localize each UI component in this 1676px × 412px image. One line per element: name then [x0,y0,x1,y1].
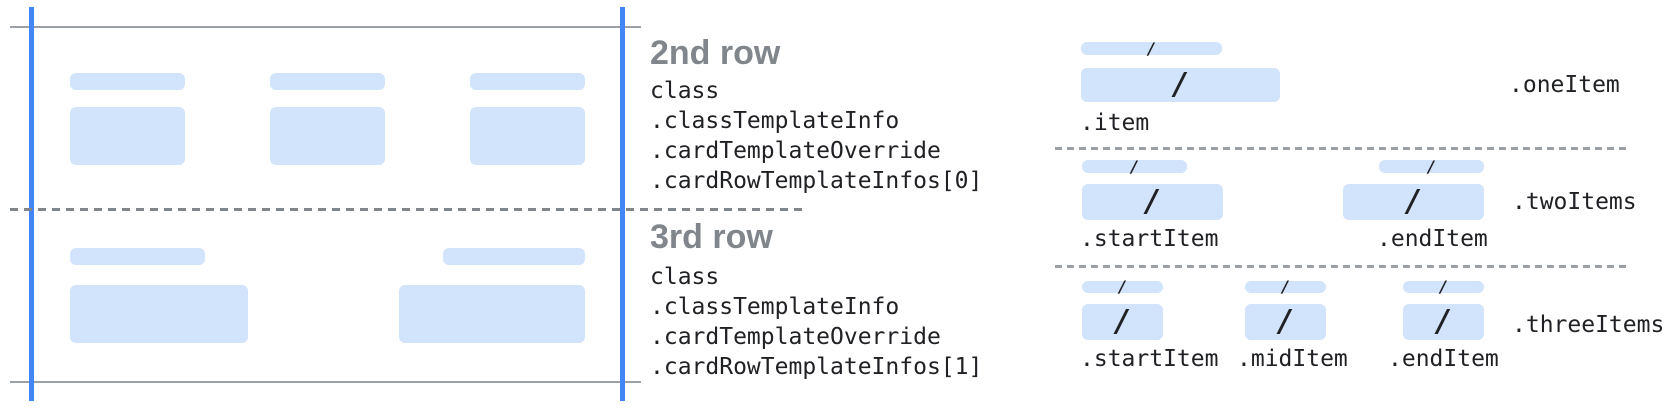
left-guide-line [29,7,34,401]
item-value-placeholder: / [1403,304,1484,340]
right-guide-line [620,7,625,401]
item-label-enditem: .endItem [1377,226,1488,252]
field-value-placeholder [470,107,585,165]
field-value-placeholder [70,107,185,165]
slash-separator: / [1438,277,1449,296]
item-label-oneitem: .item [1080,110,1150,136]
card-bottom-border [10,381,641,383]
field-value-placeholder [399,285,585,343]
code-line: .cardRowTemplateInfos[0] [650,168,983,194]
slash-separator: / [1171,67,1190,102]
code-line: class [650,78,720,104]
section-divider-dashed-line [1055,265,1630,268]
code-line: .cardRowTemplateInfos[1] [650,354,983,380]
field-label-placeholder [270,73,385,90]
field-label-placeholder [470,73,585,90]
slash-separator: / [1146,38,1157,58]
item-value-placeholder: / [1245,304,1326,340]
item-value-placeholder: / [1081,68,1280,102]
slash-separator: / [1276,304,1295,339]
row-heading-2nd: 2nd row [650,34,781,72]
item-value-placeholder: / [1343,184,1484,220]
slash-separator: / [1426,156,1437,176]
field-value-placeholder [270,107,385,165]
item-label-startitem: .startItem [1080,226,1219,252]
row-heading-3rd: 3rd row [650,218,773,256]
field-value-placeholder [70,285,248,343]
item-label-startitem: .startItem [1080,346,1219,372]
section-label-oneitem: .oneItem [1509,72,1620,98]
code-line: .cardTemplateOverride [650,138,941,164]
section-label-twoitems: .twoItems [1512,189,1637,215]
item-label-placeholder: / [1082,156,1187,176]
code-line: .classTemplateInfo [650,108,900,134]
card-top-border [10,26,641,28]
section-label-threeitems: .threeItems [1512,312,1665,338]
slash-separator: / [1404,184,1423,219]
code-path-2nd-row: class .classTemplateInfo .cardTemplateOv… [650,76,982,196]
item-value-placeholder: / [1082,184,1223,220]
item-value-placeholder: / [1082,304,1163,340]
item-label-placeholder: / [1082,277,1163,296]
item-label-miditem: .midItem [1237,346,1348,372]
code-path-3rd-row: class .classTemplateInfo .cardTemplateOv… [650,262,982,382]
section-divider-dashed-line [1055,147,1630,150]
item-label-placeholder: / [1081,38,1222,58]
field-label-placeholder [70,248,205,265]
item-label-enditem: .endItem [1388,346,1499,372]
item-label-placeholder: / [1245,277,1326,296]
field-label-placeholder [70,73,185,90]
item-label-placeholder: / [1403,277,1484,296]
slash-separator: / [1113,304,1132,339]
code-line: .classTemplateInfo [650,294,900,320]
code-line: .cardTemplateOverride [650,324,941,350]
code-line: class [650,264,720,290]
slash-separator: / [1117,277,1128,296]
slash-separator: / [1143,184,1162,219]
slash-separator: / [1280,277,1291,296]
slash-separator: / [1434,304,1453,339]
slash-separator: / [1129,156,1140,176]
row-divider-dashed-line [10,208,802,211]
item-label-placeholder: / [1379,156,1484,176]
field-label-placeholder [443,248,585,265]
